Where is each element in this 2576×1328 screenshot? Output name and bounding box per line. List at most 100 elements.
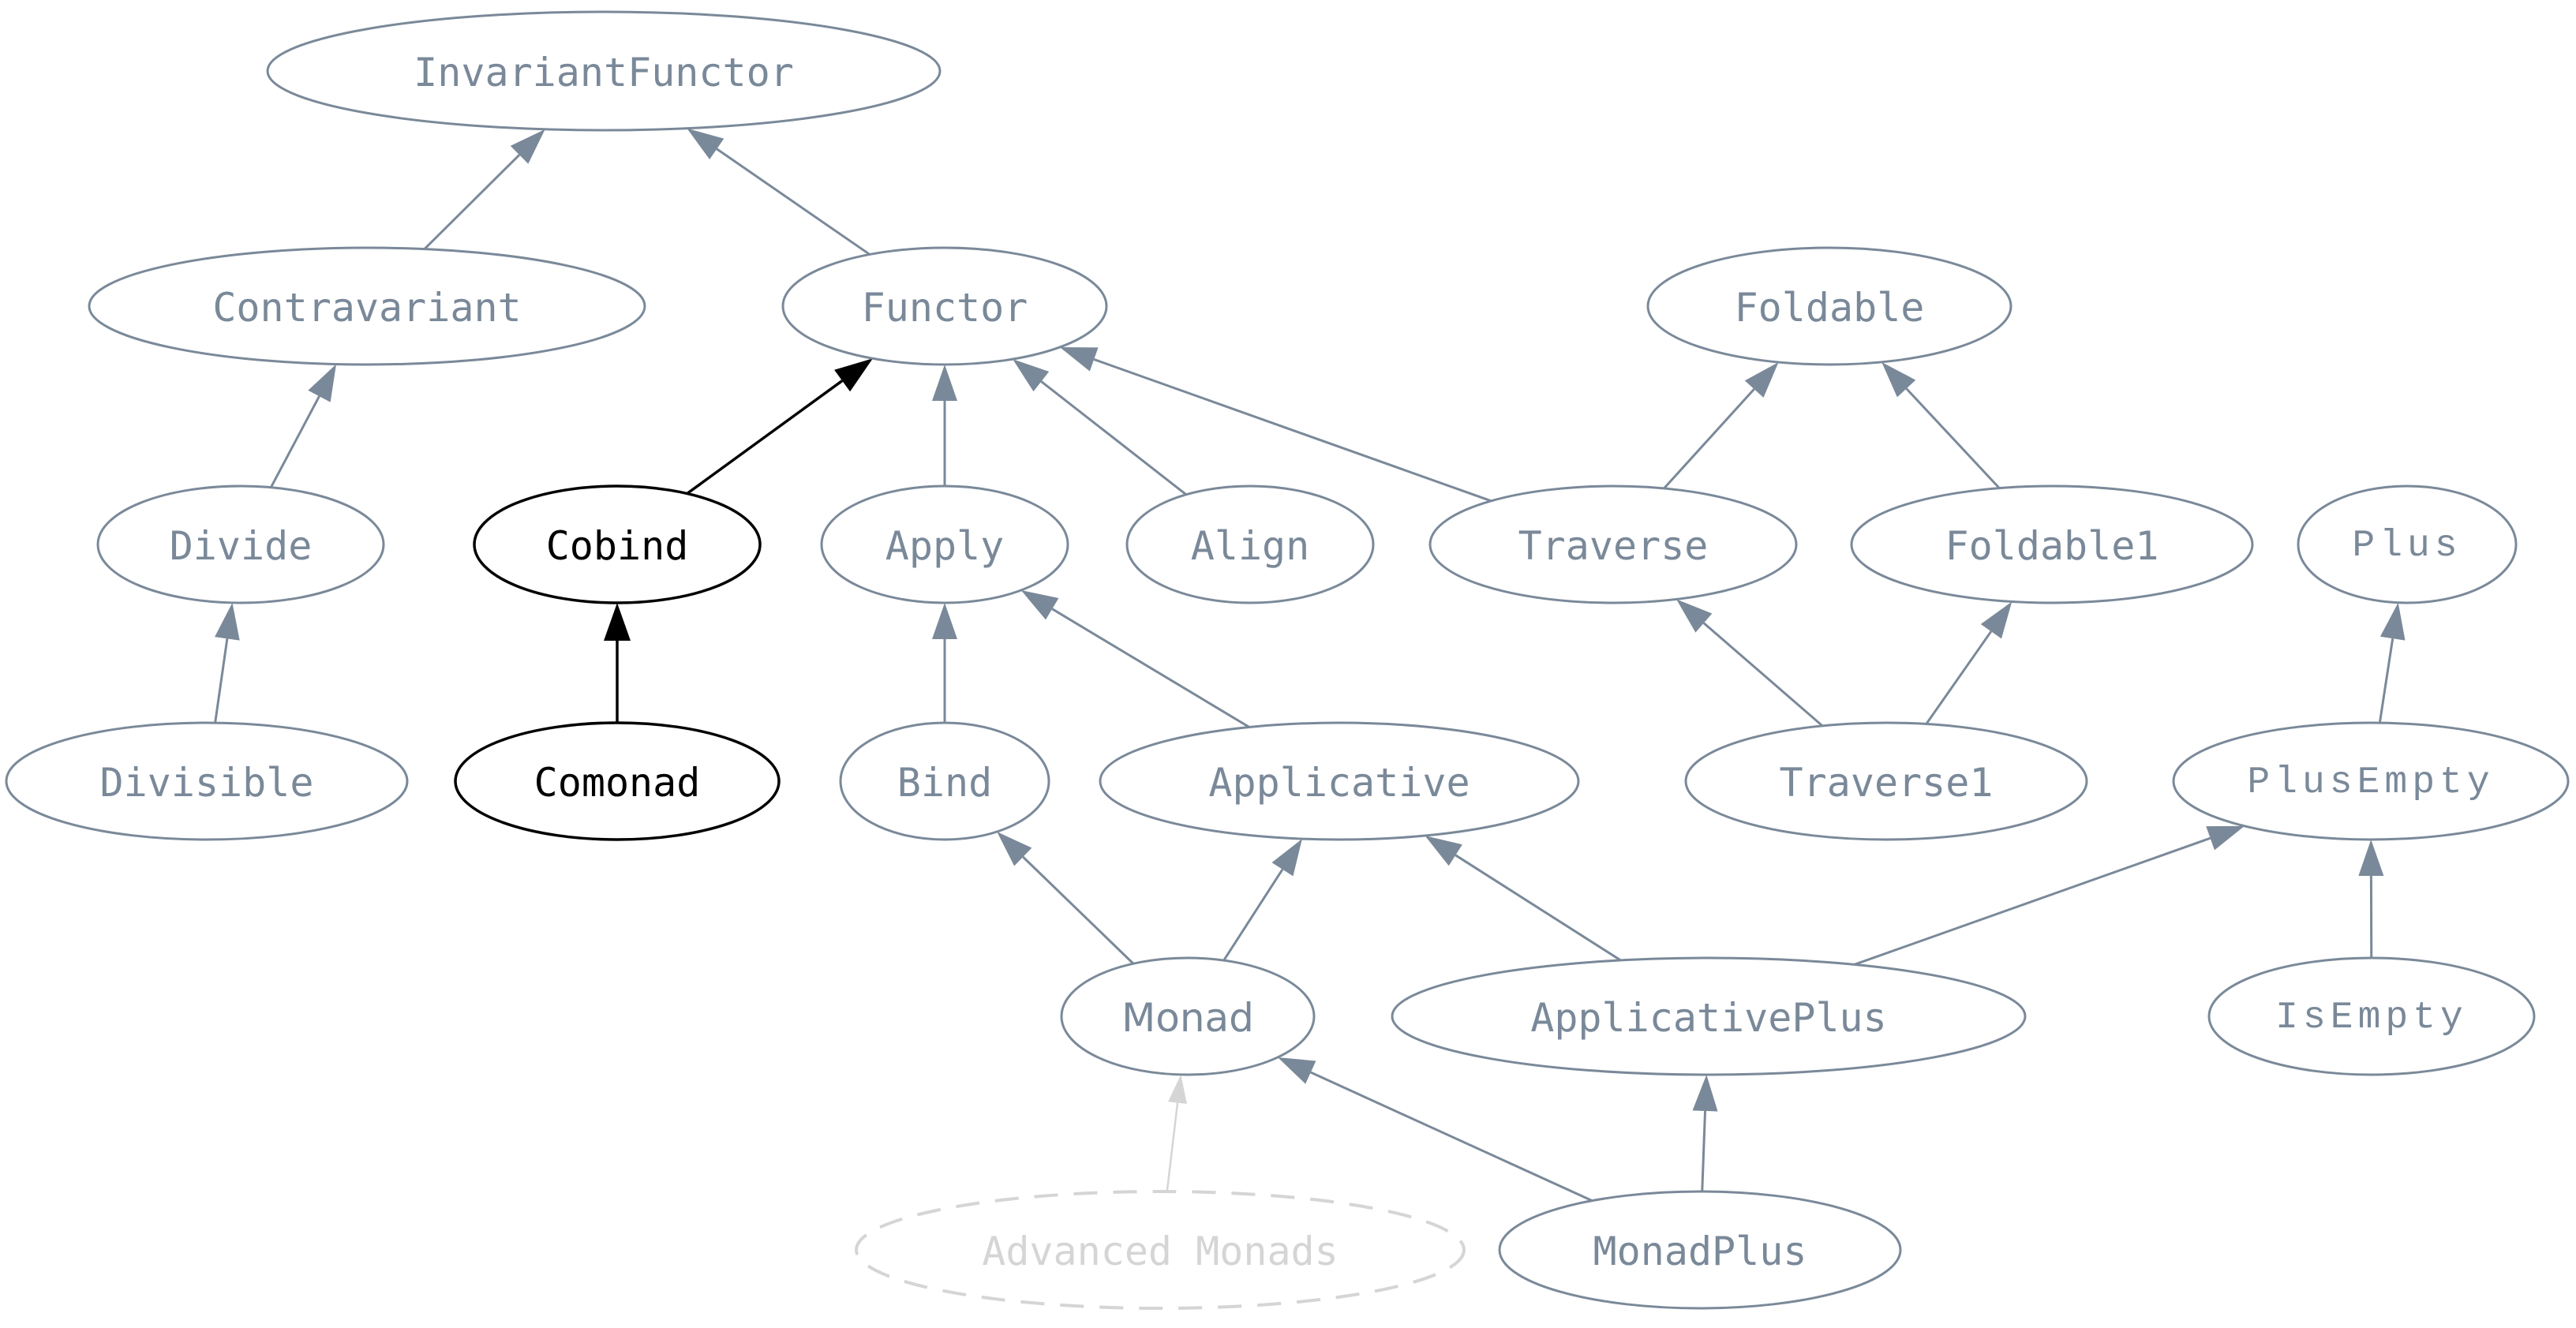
edge-monad-to-bind [997, 832, 1135, 965]
arrowhead [2206, 825, 2245, 851]
arrowhead [2358, 840, 2384, 877]
arrowhead [308, 364, 337, 402]
edge-apply-to-functor [932, 365, 957, 486]
edge-is-empty-to-plus-empty [2358, 840, 2384, 959]
node-label: Monad [1121, 995, 1254, 1041]
node-ellipse [1646, 246, 2012, 366]
node-label: Cobind [546, 523, 689, 569]
node-divide: Divide [96, 484, 385, 604]
edge-traverse1-to-foldable1 [1925, 601, 2012, 725]
node-ellipse [1125, 484, 1375, 604]
node-plus-empty: PlusEmpty [2172, 721, 2570, 841]
node-bind: Bind [839, 721, 1050, 841]
node-ellipse [1099, 721, 1580, 841]
node-ellipse [454, 721, 781, 841]
arrowhead [604, 603, 631, 641]
arrowhead [687, 128, 724, 159]
node-ellipse [781, 246, 1108, 366]
node-label: Divide [170, 523, 313, 569]
edge-traverse-to-foldable [1663, 362, 1779, 489]
node-ellipse [2207, 956, 2536, 1076]
node-foldable1: Foldable1 [1850, 484, 2254, 604]
node-ellipse [2172, 721, 2570, 841]
node-advanced-monads: Advanced Monads [855, 1190, 1466, 1310]
edge-functor-to-invariant-functor [687, 128, 871, 256]
node-label: Foldable1 [1945, 523, 2159, 569]
edge-divide-to-contravariant [269, 364, 337, 488]
arrowhead [1881, 361, 1916, 398]
node-plus: Plus [2297, 484, 2518, 604]
node-comonad: Comonad [454, 721, 781, 841]
node-label: Functor [862, 285, 1028, 331]
node-ellipse [88, 246, 646, 366]
arrowhead [1059, 347, 1099, 372]
edge-monad-plus-to-monad [1277, 1057, 1593, 1203]
arrowhead [997, 832, 1032, 866]
edge-layer [214, 128, 2406, 1203]
arrowhead [932, 603, 957, 639]
node-ellipse [1060, 956, 1316, 1076]
node-monad-plus: MonadPlus [1498, 1190, 1902, 1310]
node-monad: Monad [1060, 956, 1316, 1076]
node-label: MonadPlus [1593, 1229, 1807, 1274]
node-apply: Apply [820, 484, 1069, 604]
node-label: Advanced Monads [982, 1229, 1339, 1274]
node-label: ApplicativePlus [1530, 995, 1887, 1041]
node-label: Comonad [534, 760, 701, 806]
node-ellipse [2297, 484, 2518, 604]
edge-cobind-to-functor [686, 358, 873, 495]
node-label: InvariantFunctor [414, 50, 794, 95]
arrowhead [215, 602, 240, 641]
node-label: Divisible [100, 760, 314, 806]
node-contravariant: Contravariant [88, 246, 646, 366]
node-traverse1: Traverse1 [1684, 721, 2088, 841]
edge-applicative-plus-to-plus-empty [1854, 825, 2245, 966]
edge-applicative-plus-to-applicative [1425, 836, 1622, 962]
node-functor: Functor [781, 246, 1108, 366]
arrowhead [1980, 601, 2012, 639]
node-ellipse [473, 484, 762, 604]
edge-advanced-monads-to-monad [1166, 1074, 1187, 1192]
arrowhead [1676, 599, 1713, 633]
node-foldable: Foldable [1646, 246, 2012, 366]
edge-traverse1-to-traverse [1676, 599, 1824, 727]
node-label: Traverse [1518, 523, 1709, 569]
node-ellipse [1498, 1190, 1902, 1310]
node-ellipse [96, 484, 385, 604]
arrowhead [510, 129, 545, 164]
edge-applicative-to-apply [1020, 590, 1250, 728]
node-label: Align [1191, 523, 1310, 569]
node-align: Align [1125, 484, 1375, 604]
arrowhead [1271, 839, 1302, 877]
arrowhead [1425, 836, 1462, 866]
node-applicative-plus: ApplicativePlus [1391, 956, 2027, 1076]
node-applicative: Applicative [1099, 721, 1580, 841]
node-ellipse [839, 721, 1050, 841]
node-label: Apply [886, 523, 1005, 569]
node-label: Applicative [1208, 760, 1470, 806]
node-divisible: Divisible [5, 721, 409, 841]
edge-comonad-to-cobind [604, 603, 631, 723]
node-label: IsEmpty [2275, 997, 2468, 1039]
edge-foldable1-to-foldable [1881, 361, 2001, 489]
node-label: Plus [2352, 525, 2462, 567]
edge-monad-to-applicative [1222, 839, 1302, 961]
arrowhead [1744, 362, 1779, 398]
node-ellipse [1850, 484, 2254, 604]
node-label: Bind [897, 760, 992, 806]
node-cobind: Cobind [473, 484, 762, 604]
node-label: Traverse1 [1780, 760, 1994, 806]
edge-contravariant-to-invariant-functor [423, 129, 545, 250]
node-invariant-functor: InvariantFunctor [266, 10, 942, 132]
arrowhead [1168, 1074, 1187, 1105]
arrowhead [1277, 1057, 1316, 1084]
node-ellipse [1391, 956, 2027, 1076]
arrowhead [1692, 1074, 1718, 1112]
edge-align-to-functor [1013, 359, 1187, 496]
arrowhead [1013, 359, 1050, 392]
node-label: PlusEmpty [2247, 761, 2494, 804]
arrowhead [2379, 602, 2406, 641]
node-ellipse [1684, 721, 2088, 841]
